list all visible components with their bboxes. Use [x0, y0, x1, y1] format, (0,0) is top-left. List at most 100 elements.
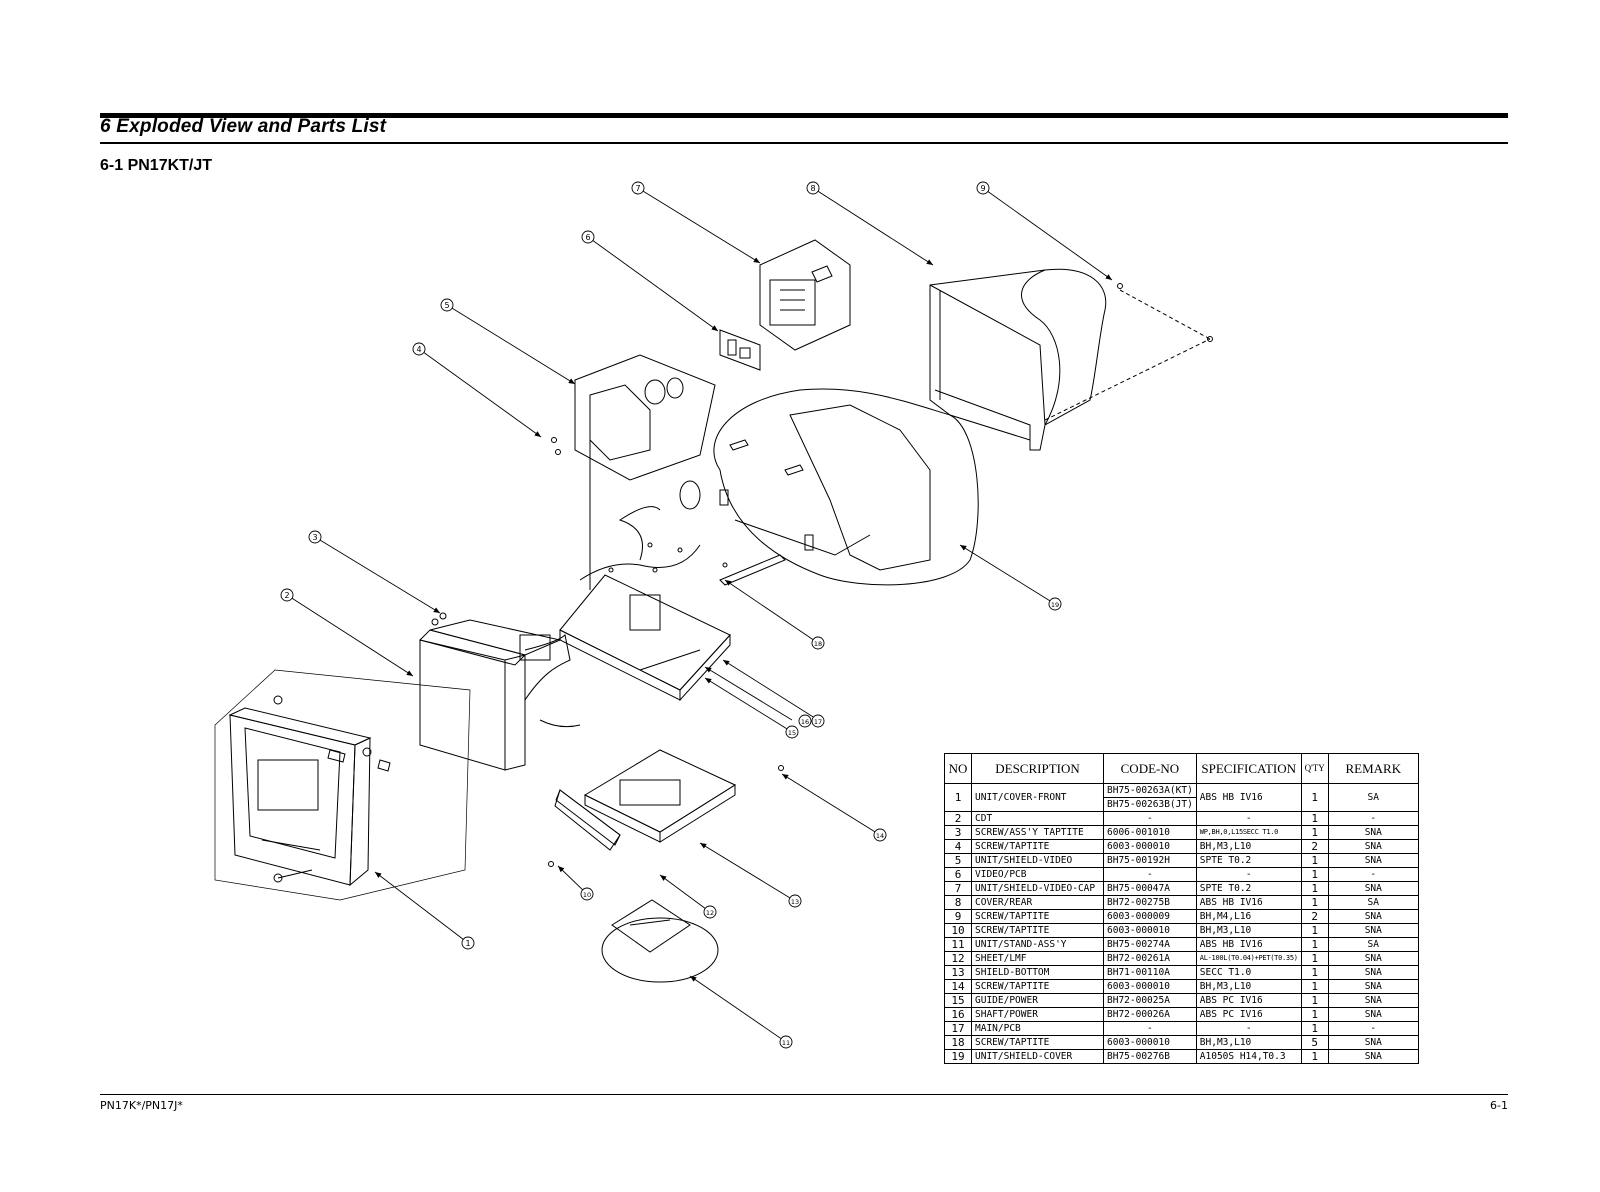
code-no-cell: BH75-00192H [1103, 853, 1197, 868]
description-cell: UNIT/SHIELD-VIDEO-CAP [971, 881, 1104, 896]
screws [548, 283, 1213, 867]
specification-cell: SECC T1.0 [1195, 965, 1302, 980]
callout-16: 16 [798, 714, 812, 728]
footer-rule [100, 1094, 1508, 1095]
quantity-cell: 1 [1300, 965, 1329, 980]
part-number-cell: 19 [944, 1049, 972, 1064]
code-no-cell: 6003-000010 [1103, 923, 1197, 938]
part-number-cell: 1 [944, 783, 972, 812]
part-number-cell: 17 [944, 1021, 972, 1036]
part-number-cell: 12 [944, 951, 972, 966]
remark-cell: SNA [1327, 993, 1419, 1008]
header-specification: SPECIFICATION [1195, 753, 1302, 784]
description-cell: SCREW/TAPTITE [971, 1035, 1104, 1050]
description-cell: SCREW/TAPTITE [971, 909, 1104, 924]
part-number-cell: 15 [944, 993, 972, 1008]
callout-1: 1 [461, 936, 475, 950]
callout-8: 8 [806, 181, 820, 195]
specification-cell: BH,M3,L10 [1195, 1035, 1302, 1050]
description-cell: UNIT/SHIELD-VIDEO [971, 853, 1104, 868]
specification-cell: - [1195, 1021, 1302, 1036]
part-number-cell: 7 [944, 881, 972, 896]
specification-cell: - [1195, 811, 1302, 826]
stand-part [601, 899, 719, 983]
callout-3: 3 [308, 530, 322, 544]
part-number-cell: 9 [944, 909, 972, 924]
description-cell: SHAFT/POWER [971, 1007, 1104, 1022]
specification-cell: BH,M3,L10 [1195, 839, 1302, 854]
remark-cell: SNA [1327, 909, 1419, 924]
callout-label: 16 [801, 718, 809, 726]
callout-7: 7 [631, 181, 645, 195]
callout-label: 14 [876, 832, 884, 840]
remark-cell: SNA [1327, 1049, 1419, 1064]
specification-cell: BH,M4,L16 [1195, 909, 1302, 924]
description-cell: SCREW/TAPTITE [971, 923, 1104, 938]
description-cell: UNIT/SHIELD-COVER [971, 1049, 1104, 1064]
specification-cell: AL-100L(T0.04)+PET(T0.35) [1195, 951, 1302, 966]
code-no-cell: BH71-00110A [1103, 965, 1197, 980]
rear-cover-part [929, 268, 1107, 451]
code-no-cell: BH75-00274A [1103, 937, 1197, 952]
section-title: 6-1 PN17KT/JT [100, 157, 213, 174]
cdt-part [419, 612, 581, 771]
header-qty: Q'TY [1300, 753, 1329, 784]
callout-label: 5 [444, 301, 449, 310]
callout-label: 8 [810, 184, 815, 193]
callout-9: 9 [976, 181, 990, 195]
front-cover-part [214, 669, 471, 901]
header-rule-thick [100, 113, 1508, 118]
code-no-cell: 6003-000010 [1103, 839, 1197, 854]
quantity-cell: 2 [1300, 839, 1329, 854]
video-board-part [719, 329, 761, 371]
parts-list-table: NO DESCRIPTION CODE-NO SPECIFICATION Q'T… [944, 753, 1419, 1064]
callout-label: 19 [1051, 601, 1059, 609]
sheet-lmf-part [554, 789, 621, 851]
quantity-cell: 2 [1300, 909, 1329, 924]
header-remark: REMARK [1327, 753, 1419, 784]
specification-cell: ABS HB IV16 [1195, 937, 1302, 952]
footer-model: PN17K*/PN17J* [100, 1099, 183, 1112]
callout-label: 4 [416, 345, 421, 354]
quantity-cell: 1 [1300, 1049, 1329, 1064]
quantity-cell: 1 [1300, 979, 1329, 994]
remark-cell: - [1327, 811, 1419, 826]
remark-cell: SNA [1327, 839, 1419, 854]
callout-5: 5 [440, 298, 454, 312]
callout-label: 17 [814, 718, 822, 726]
description-cell: SHEET/LMF [971, 951, 1104, 966]
remark-cell: SNA [1327, 825, 1419, 840]
quantity-cell: 1 [1300, 923, 1329, 938]
code-no-cell: BH72-00026A [1103, 1007, 1197, 1022]
part-number-cell: 3 [944, 825, 972, 840]
part-number-cell: 8 [944, 895, 972, 910]
callout-label: 2 [284, 591, 289, 600]
callout-13: 13 [788, 894, 802, 908]
video-pcb-part [574, 354, 716, 590]
footer-page-number: 6-1 [1490, 1099, 1508, 1112]
callout-label: 7 [635, 184, 640, 193]
part-number-cell: 6 [944, 867, 972, 882]
description-cell: SCREW/TAPTITE [971, 979, 1104, 994]
quantity-cell: 1 [1300, 811, 1329, 826]
remark-cell: SNA [1327, 979, 1419, 994]
part-number-cell: 5 [944, 853, 972, 868]
quantity-cell: 1 [1300, 783, 1329, 812]
remark-cell: SNA [1327, 965, 1419, 980]
description-cell: CDT [971, 811, 1104, 826]
remark-cell: - [1327, 867, 1419, 882]
code-no-cell: 6003-000010 [1103, 1035, 1197, 1050]
part-number-cell: 10 [944, 923, 972, 938]
description-cell: COVER/REAR [971, 895, 1104, 910]
code-no-cell: - [1103, 811, 1197, 826]
leader-lines [286, 187, 1113, 1043]
